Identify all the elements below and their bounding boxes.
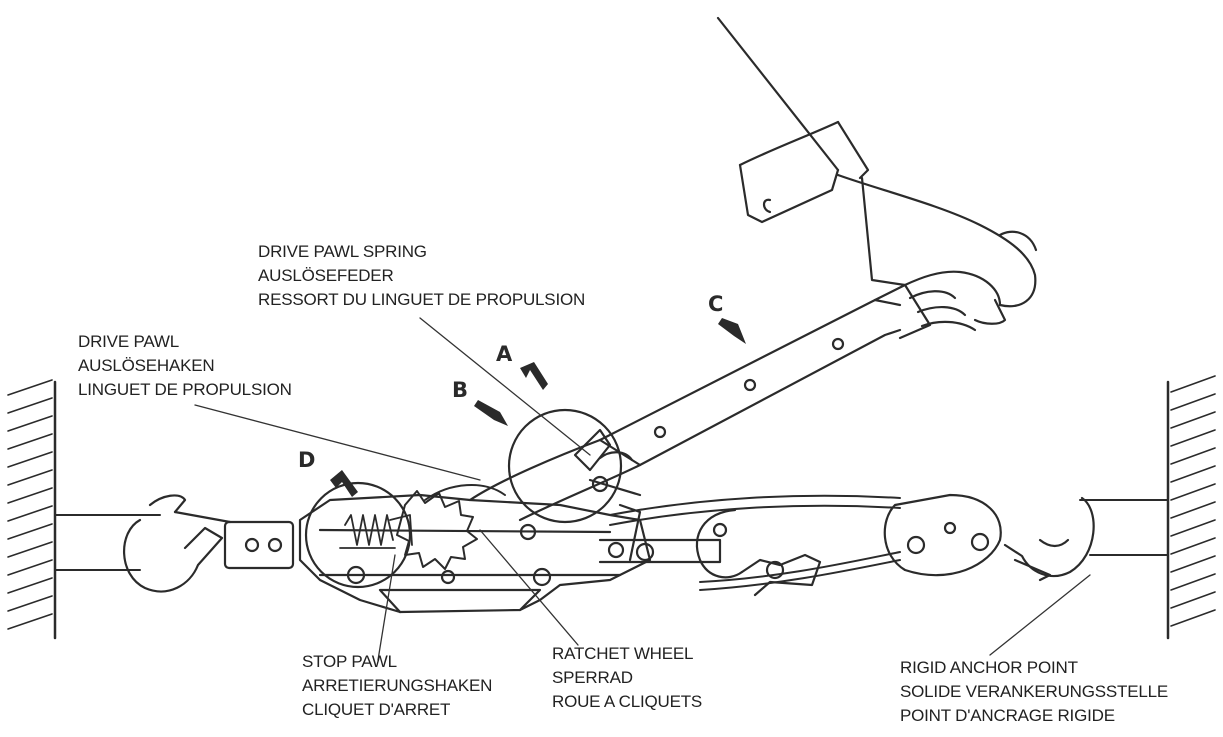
label-drive-pawl-de: AUSLÖSEHAKEN [78, 356, 215, 375]
label-rigid-anchor-point-de: SOLIDE VERANKERUNGSSTELLE [900, 682, 1169, 701]
left-wall-anchor [7, 379, 161, 640]
motion-arrows [330, 318, 746, 497]
label-ratchet-wheel: RATCHET WHEEL SPERRAD ROUE A CLIQUETS [552, 642, 702, 714]
label-stop-pawl-fr: CLIQUET D'ARRET [302, 700, 451, 719]
arrow-d [330, 470, 358, 497]
cable [609, 494, 901, 591]
pulley-block [883, 493, 1002, 577]
arrow-b [474, 400, 508, 426]
label-stop-pawl-de: ARRETIERUNGSHAKEN [302, 676, 493, 695]
label-drive-pawl-fr: LINGUET DE PROPULSION [78, 380, 292, 399]
label-drive-pawl-en: DRIVE PAWL [78, 332, 179, 351]
label-drive-pawl-spring-fr: RESSORT DU LINGUET DE PROPULSION [258, 290, 586, 309]
label-ratchet-wheel-fr: ROUE A CLIQUETS [552, 692, 703, 711]
step-label-d: D [298, 448, 316, 472]
left-hook [123, 494, 295, 593]
step-label-b: B [452, 378, 469, 402]
ratchet-wheel [396, 484, 506, 570]
drive-pawl-detail-circle [507, 408, 623, 524]
label-drive-pawl-spring-de: AUSLÖSEFEDER [258, 266, 394, 285]
label-stop-pawl-en: STOP PAWL [302, 652, 397, 671]
label-ratchet-wheel-de: SPERRAD [552, 668, 633, 687]
arrow-a [520, 362, 548, 390]
ratchet-handle [468, 283, 932, 522]
label-drive-pawl-spring: DRIVE PAWL SPRING AUSLÖSEFEDER RESSORT D… [258, 240, 585, 312]
arrow-c [718, 318, 746, 344]
stop-pawl-spring [339, 514, 413, 549]
label-stop-pawl: STOP PAWL ARRETIERUNGSHAKEN CLIQUET D'AR… [302, 650, 492, 722]
frame-body [298, 493, 722, 614]
label-rigid-anchor-point-fr: POINT D'ANCRAGE RIGIDE [900, 706, 1115, 725]
label-rigid-anchor-point: RIGID ANCHOR POINT SOLIDE VERANKERUNGSST… [900, 656, 1168, 728]
cable-hook [695, 508, 822, 597]
step-label-c: C [708, 292, 724, 316]
right-wall-anchor [1079, 375, 1216, 640]
label-ratchet-wheel-en: RATCHET WHEEL [552, 644, 694, 663]
step-label-a: A [496, 342, 513, 366]
label-drive-pawl-spring-en: DRIVE PAWL SPRING [258, 242, 427, 261]
label-drive-pawl: DRIVE PAWL AUSLÖSEHAKEN LINGUET DE PROPU… [78, 330, 292, 402]
right-hook [1003, 496, 1095, 582]
label-rigid-anchor-point-en: RIGID ANCHOR POINT [900, 658, 1078, 677]
leader-lines [194, 317, 1091, 661]
stop-pawl-detail-circle [304, 481, 412, 589]
operator-hand [716, 16, 1038, 332]
